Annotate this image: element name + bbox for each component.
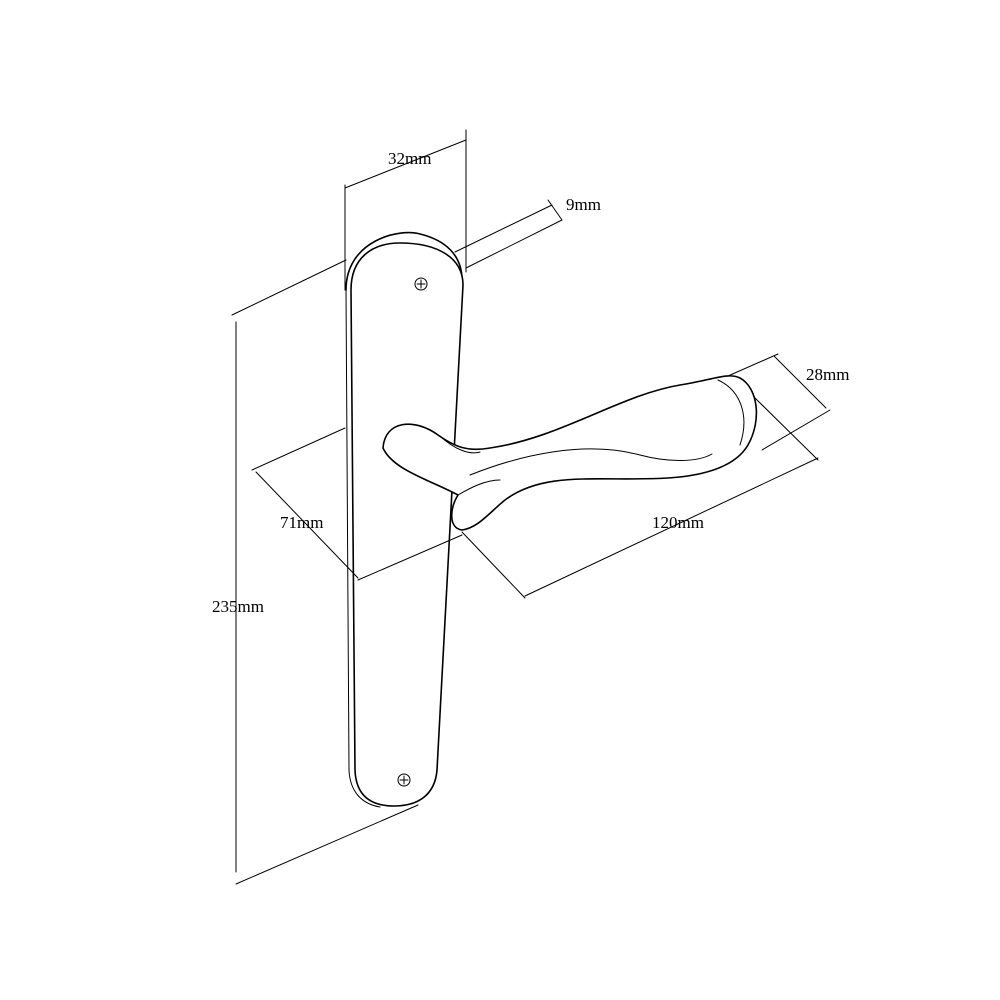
backplate-back-edge <box>345 231 463 291</box>
top-screw <box>414 277 428 291</box>
dim-lever-width: 28mm <box>727 353 849 451</box>
dim-lever-length-label: 120mm <box>652 513 704 532</box>
lever-end-curve <box>717 379 745 446</box>
lever-neck <box>439 435 481 454</box>
dim-lever-width-label: 28mm <box>806 365 849 384</box>
dim-projection-label: 71mm <box>280 513 323 532</box>
dim-height: 235mm <box>212 259 419 885</box>
dim-lever-length: 120mm <box>461 397 819 599</box>
backplate-front-face <box>350 242 464 807</box>
dim-width: 32mm <box>344 129 467 291</box>
dim-projection: 71mm <box>251 427 463 581</box>
backplate <box>345 231 464 808</box>
lever-outline <box>382 375 758 531</box>
lever-underside <box>457 479 501 496</box>
backplate-side-edge <box>345 289 381 808</box>
dim-height-label: 235mm <box>212 597 264 616</box>
lever-inner-edge <box>469 448 713 476</box>
bottom-screw <box>397 773 411 787</box>
dim-depth: 9mm <box>454 195 601 269</box>
dim-width-label: 32mm <box>388 149 431 168</box>
lever-handle <box>382 375 758 531</box>
dim-depth-label: 9mm <box>566 195 601 214</box>
